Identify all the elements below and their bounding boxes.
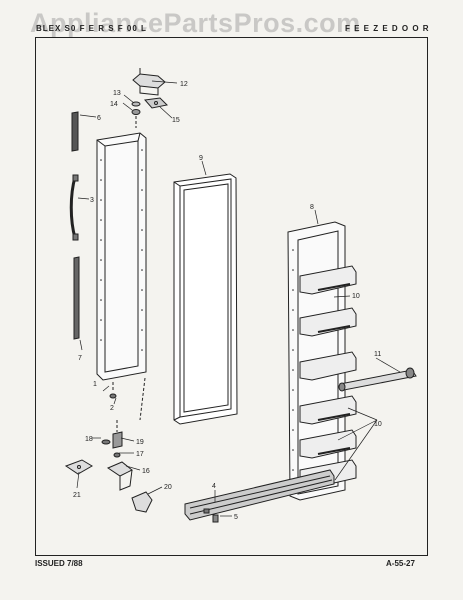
header-model-label: BLEX S0 F E R S F 00 L [36,24,147,33]
callout-6: 6 [97,115,101,122]
callout-15: 15 [172,117,180,124]
page-reference: A-55-27 [386,559,415,568]
callout-10-a: 10 [352,293,360,300]
screw-part [212,514,219,523]
callout-4: 4 [212,483,216,490]
top-hinge-part [131,68,169,128]
diagram-frame [35,37,428,556]
callout-12: 12 [180,81,188,88]
callout-18: 18 [85,436,93,443]
callout-2: 2 [110,405,114,412]
callout-13: 13 [113,90,121,97]
callout-5: 5 [234,514,238,521]
issued-date: ISSUED 7/88 [35,559,83,568]
door-outer-panel-part [96,132,147,381]
callout-11: 11 [374,351,381,358]
door-handle-part [69,174,79,241]
callout-14: 14 [110,101,118,108]
callout-9: 9 [199,155,203,162]
bushing-part [109,377,146,421]
lower-door-strip-part [184,469,335,521]
door-liner-part [287,221,357,501]
shelf-bar-part [338,367,417,392]
callout-21: 21 [73,492,81,499]
callout-leader-lines [76,80,401,517]
callout-16: 16 [142,468,150,475]
callout-1: 1 [93,381,97,388]
callout-19: 19 [136,439,144,446]
callout-10-b: 10 [374,421,382,428]
callout-numbers: 12 13 14 15 6 3 7 9 8 10 11 10 1 2 4 5 1… [73,81,382,521]
callout-7: 7 [78,355,82,362]
lower-trim-strip-part [73,256,80,340]
watermark: AppliancePartsPros.com [30,8,361,38]
callout-8: 8 [310,204,314,211]
lower-hinge-part [64,420,153,513]
door-trim-strip-part [71,111,79,152]
callout-20: 20 [164,484,172,491]
callout-17: 17 [136,451,144,458]
door-gasket-part [173,173,238,425]
callout-3: 3 [90,197,94,204]
header-section-label: F E E Z E D O O R [345,24,430,33]
